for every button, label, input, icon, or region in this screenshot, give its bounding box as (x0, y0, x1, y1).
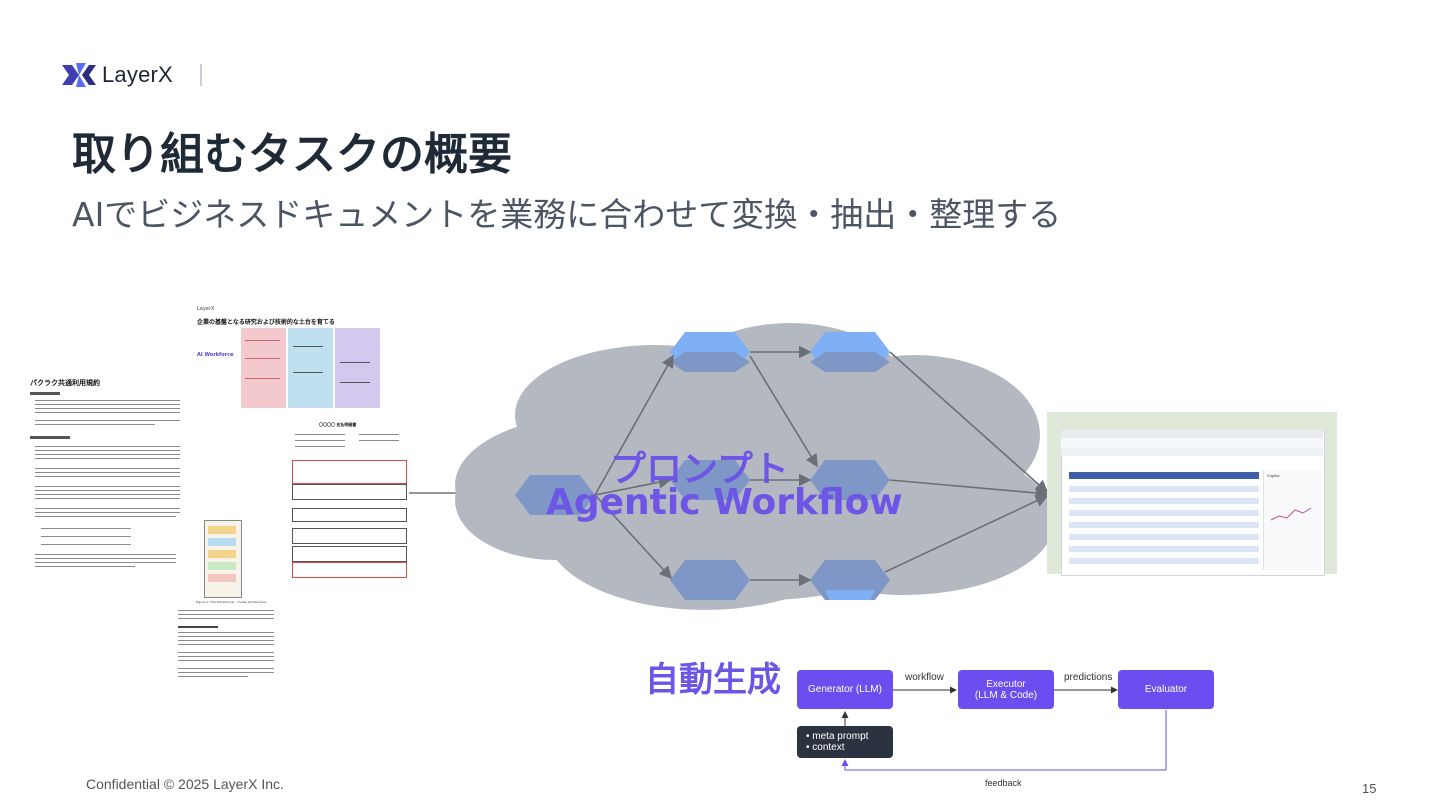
workflow-edge-label: workflow (905, 672, 944, 683)
paper-figure-caption: Figure 1: The Transformer - model archit… (196, 600, 267, 604)
feedback-edge-label: feedback (985, 778, 1022, 788)
workflow-node-top-2 (810, 332, 890, 372)
meta-prompt-context-box: • meta prompt • context (797, 726, 893, 758)
copilot-chart-icon (1269, 502, 1313, 526)
agentic-workflow-label: Agentic Workflow (546, 482, 903, 523)
context-item: • context (806, 742, 845, 753)
payment-statement-title: 〇〇〇〇 支払明細書 (319, 422, 356, 428)
executor-label-line2: (LLM & Code) (975, 690, 1037, 701)
payment-statement-thumbnail: 〇〇〇〇 支払明細書 (289, 420, 408, 582)
workflow-node-top-1 (670, 332, 750, 372)
auto-generation-label: 自動生成 (645, 652, 781, 701)
terms-document-title: パクラク共通利用規約 (30, 378, 100, 388)
ai-workforce-document-thumbnail: LayerX 企業の基盤となる研究および技術的な土台を育てる AI Workfo… (195, 306, 381, 410)
confidential-footer: Confidential © 2025 LayerX Inc. (86, 776, 284, 792)
spreadsheet-screenshot: Copilot (1047, 412, 1337, 574)
slide-title: 取り組むタスクの概要 (72, 118, 512, 182)
workflow-node-bottom-1 (670, 560, 750, 600)
terms-document-thumbnail: パクラク共通利用規約 (27, 376, 185, 586)
executor-box: Executor (LLM & Code) (958, 670, 1054, 709)
generator-llm-label: Generator (LLM) (808, 684, 882, 695)
research-paper-thumbnail: Figure 1: The Transformer - model archit… (176, 516, 276, 684)
logo-text: LayerX (102, 62, 173, 88)
workflow-node-bottom-2 (810, 560, 890, 600)
page-number: 15 (1362, 781, 1376, 796)
company-logo: LayerX (62, 60, 173, 90)
logo-divider (200, 64, 202, 86)
executor-label-line1: Executor (986, 679, 1025, 690)
ai-workforce-label: AI Workforce (197, 352, 233, 358)
generator-llm-box: Generator (LLM) (797, 670, 893, 709)
evaluator-box: Evaluator (1118, 670, 1214, 709)
predictions-edge-label: predictions (1064, 672, 1112, 683)
evaluator-label: Evaluator (1145, 684, 1187, 695)
slide-subtitle: AIでビジネスドキュメントを業務に合わせて変換・抽出・整理する (72, 188, 1061, 236)
layerx-logo-icon (62, 61, 96, 89)
copilot-panel-title: Copilot (1267, 473, 1279, 478)
ai-workforce-document-title: 企業の基盤となる研究および技術的な土台を育てる (197, 317, 335, 326)
meta-prompt-item: • meta prompt (806, 731, 868, 742)
